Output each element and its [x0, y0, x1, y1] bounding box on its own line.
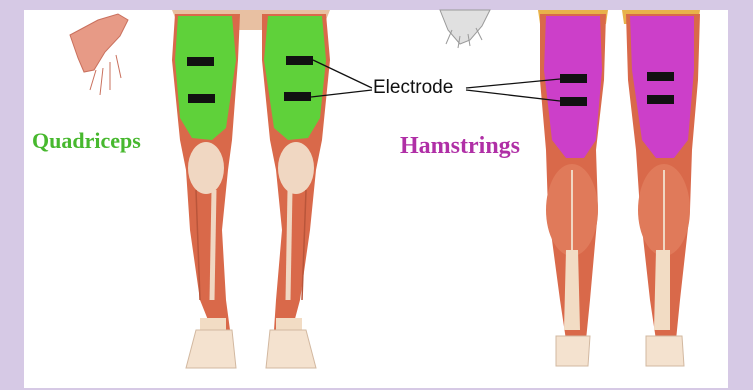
electrode-pad: [284, 92, 311, 101]
electrode-label: Electrode: [372, 77, 454, 99]
electrode-pad: [187, 57, 214, 66]
quadriceps-label: Quadriceps: [32, 128, 141, 154]
white-panel: [24, 10, 728, 388]
hamstrings-left: [544, 16, 602, 158]
quadriceps-left: [175, 16, 236, 140]
electrode-pad: [188, 94, 215, 103]
electrode-pad: [647, 72, 674, 81]
electrode-pad: [560, 74, 587, 83]
electrode-pad: [286, 56, 313, 65]
electrode-pad: [647, 95, 674, 104]
quadriceps-right: [264, 16, 326, 140]
hamstrings-label: Hamstrings: [400, 133, 520, 160]
electrode-pad: [560, 97, 587, 106]
